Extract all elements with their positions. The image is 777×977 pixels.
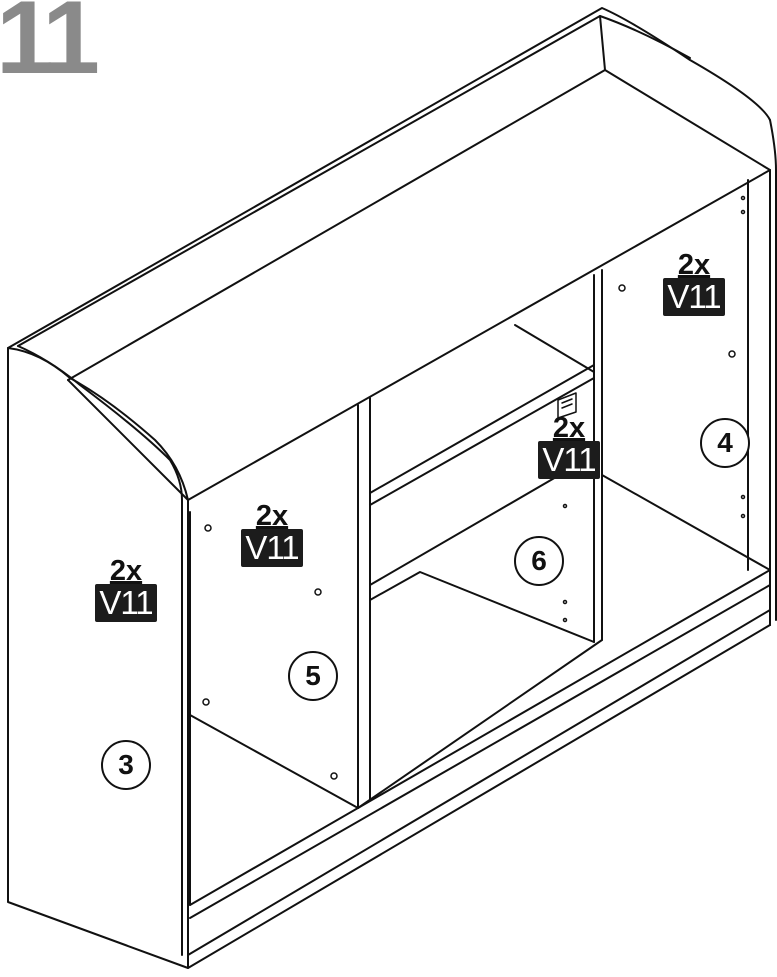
panel-label-4: 4: [700, 418, 750, 468]
top-panel: [7, 7, 771, 501]
hardware-callout-divider-5: 2x V11: [234, 500, 310, 567]
divider-panel-5: [189, 397, 371, 906]
callout-part-code: V11: [663, 278, 725, 316]
callout-quantity: 2x: [255, 500, 289, 532]
hardware-clip: [557, 392, 577, 419]
left-side-panel: [7, 345, 189, 969]
callout-quantity: 2x: [552, 412, 586, 444]
callout-quantity: 2x: [109, 555, 143, 587]
hardware-callout-left-side: 2x V11: [88, 555, 164, 622]
middle-shelf: [369, 324, 595, 643]
callout-part-code: V11: [241, 529, 303, 567]
callout-part-code: V11: [95, 584, 157, 622]
inner-floor: [357, 474, 771, 809]
panel-label-6: 6: [514, 536, 564, 586]
step-number: 11: [0, 0, 100, 96]
callout-quantity: 2x: [677, 249, 711, 281]
base-plinth: [187, 569, 771, 969]
hardware-callout-right-side: 2x V11: [656, 249, 732, 316]
panel-label-3: 3: [101, 740, 151, 790]
panel-label-5: 5: [288, 651, 338, 701]
hardware-callout-divider-6: 2x V11: [531, 412, 607, 479]
right-side-panel: [747, 119, 777, 626]
callout-part-code: V11: [538, 441, 600, 479]
dowel-holes: [202, 195, 746, 780]
